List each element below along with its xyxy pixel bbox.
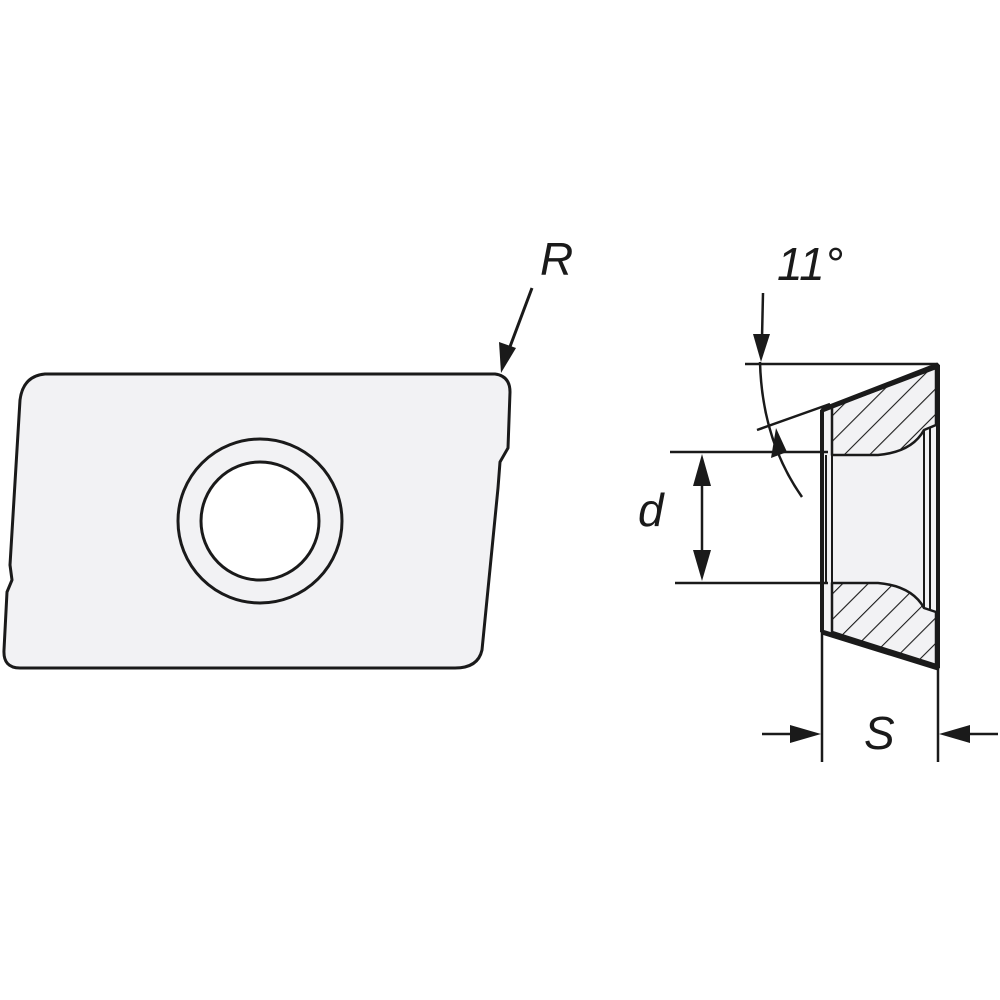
angle-label: 11° (777, 238, 843, 290)
rake-face-edge (821, 362, 939, 413)
radius-leader (499, 287, 534, 373)
diameter-dimension (670, 450, 828, 585)
angle-dimension (745, 292, 938, 498)
thickness-arrowhead-left (790, 725, 821, 743)
hole-inner (199, 460, 321, 582)
radius-label: R (540, 233, 573, 285)
thickness-label: S (864, 707, 895, 759)
insert-section-view (820, 362, 940, 671)
diameter-arrowhead-top (693, 454, 711, 486)
diameter-arrowhead-bottom (693, 550, 711, 581)
thickness-arrowhead-right (939, 725, 970, 743)
section-hatch-top (830, 366, 938, 457)
angle-arc (758, 361, 804, 498)
diameter-label: d (638, 484, 665, 536)
bottom-face-edge (821, 629, 939, 671)
angle-arrowhead-bottom (771, 428, 787, 458)
angle-arrowhead-top (753, 334, 770, 362)
thickness-dimension (762, 632, 998, 762)
radius-arrowhead (499, 342, 516, 373)
insert-front-view (2, 372, 512, 670)
